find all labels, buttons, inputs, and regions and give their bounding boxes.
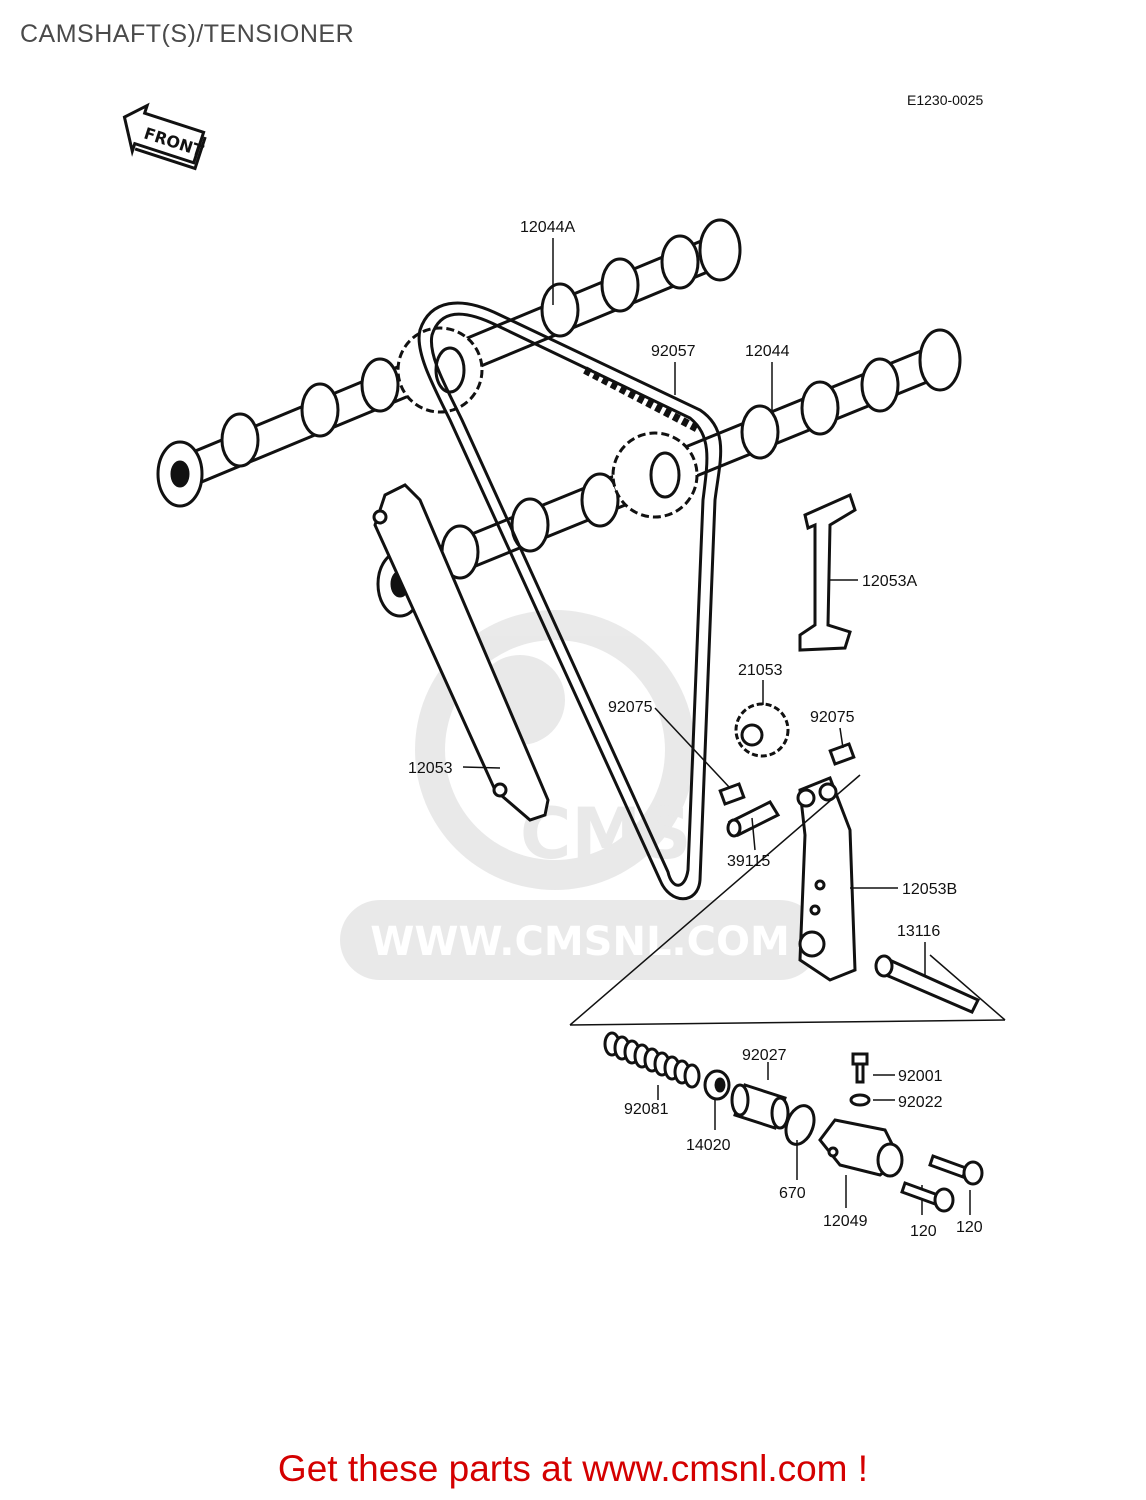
part-label: 12044 <box>745 343 790 360</box>
part-label: 39115 <box>727 853 770 870</box>
chain-guide-12053 <box>372 483 550 822</box>
pivot-pin-13116 <box>874 954 981 1014</box>
part-label: 12053A <box>862 573 917 590</box>
part-label: 120 <box>910 1223 937 1240</box>
check-ball-14020 <box>703 1069 731 1101</box>
sprocket-lower <box>611 431 699 519</box>
part-label: 12053 <box>408 760 453 777</box>
tensioner-arm-12053B <box>796 776 857 982</box>
diagram-code: E1230-0025 <box>907 92 984 108</box>
part-label: 12053B <box>902 881 957 898</box>
part-label: 12044A <box>520 219 575 236</box>
part-label: 670 <box>779 1185 806 1202</box>
watermark-text: WWW.CMSNL.COM <box>370 919 790 965</box>
part-label: 92075 <box>608 699 653 716</box>
part-label: 13116 <box>897 923 940 940</box>
o-ring-670 <box>784 1104 816 1146</box>
part-label: 92001 <box>898 1068 943 1085</box>
part-label: 92057 <box>651 343 696 360</box>
bolt-120-a <box>900 1181 955 1213</box>
chain-guide-12053A <box>798 492 857 652</box>
page-title: CAMSHAFT(S)/TENSIONER <box>20 20 355 48</box>
plunger-92027 <box>730 1083 790 1130</box>
part-label: 92075 <box>810 709 855 726</box>
bolt-120-b <box>928 1154 984 1186</box>
bolt-92001 <box>851 1052 869 1084</box>
part-label: 21053 <box>738 662 783 679</box>
part-label: 14020 <box>686 1137 731 1154</box>
tensioner-body-12049 <box>818 1118 904 1178</box>
front-arrow-icon: FRONT <box>122 102 207 171</box>
part-label: 92022 <box>898 1094 943 1111</box>
part-label: 120 <box>956 1219 983 1236</box>
part-label: 92081 <box>624 1101 669 1118</box>
part-labels: 12044A 92057 12044 12053A 21053 92075 92… <box>408 219 983 1240</box>
spring-92081 <box>603 1031 701 1089</box>
part-label: 12049 <box>823 1213 868 1230</box>
get-parts-link[interactable]: Get these parts at www.cmsnl.com ! <box>277 1448 869 1489</box>
pin-39115 <box>726 800 781 838</box>
washer-92022 <box>849 1093 871 1107</box>
part-label: 92027 <box>742 1047 787 1064</box>
idler-sprocket-21053 <box>734 702 790 758</box>
cam-chain-92057 <box>417 301 723 901</box>
